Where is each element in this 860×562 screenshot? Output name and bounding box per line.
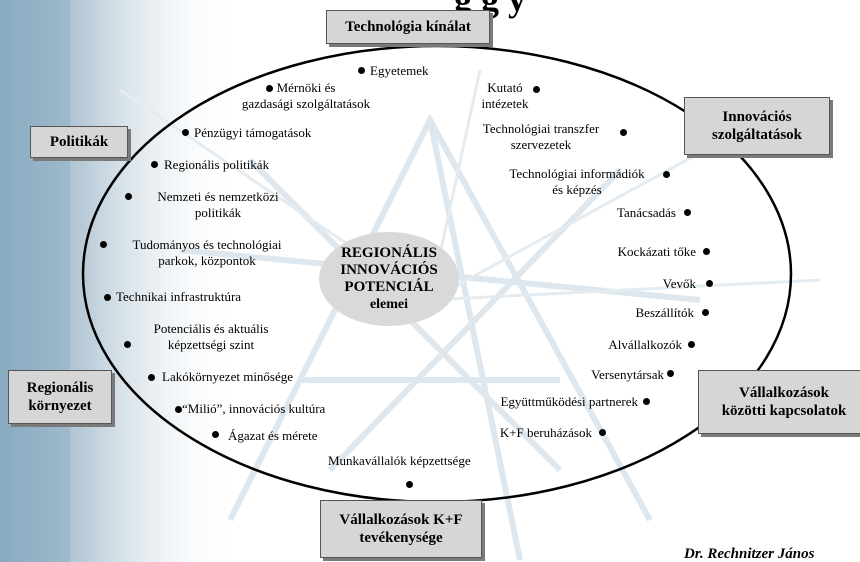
item-line: parkok, központok [158, 253, 256, 268]
box-regional-environment: Regionális környezet [8, 370, 112, 424]
item-technikai: Technikai infrastruktúra [116, 289, 242, 304]
box-label: Regionális [26, 380, 94, 396]
item-tech-info: Technológiai informádiók és képzés [494, 166, 660, 198]
box-label: Politikák [49, 134, 109, 150]
item-line: képzettségi szint [167, 337, 255, 352]
box-label: Innovációs [722, 109, 792, 125]
bullet-dot [124, 341, 131, 348]
box-innovation-services: Innovációs szolgáltatások [684, 97, 830, 155]
center-label: REGIONÁLIS INNOVÁCIÓS POTENCIÁL elemei [316, 232, 462, 326]
item-line: Technológiai informádiók [509, 166, 645, 181]
item-line: Technológiai transzfer [482, 121, 600, 136]
bullet-dot [175, 406, 182, 413]
author-signature: Dr. Rechnitzer János [684, 546, 815, 562]
item-vevok: Vevők [662, 276, 696, 291]
box-label: Vállalkozások K+F [339, 512, 463, 528]
box-label: tevékenysége [359, 530, 443, 546]
item-egyuttmukodesi: Együttműködési partnerek [500, 394, 638, 409]
bullet-dot [100, 241, 107, 248]
item-line: gazdasági szolgáltatások [241, 96, 371, 111]
item-kf-beruhazasok: K+F beruházások [499, 425, 592, 440]
slide-title-fragment: g g y [120, 0, 860, 20]
item-line: Tudományos és technológiai [132, 237, 282, 252]
box-label: környezet [28, 398, 92, 414]
bullet-dot [684, 209, 691, 216]
item-tech-transzfer: Technológiai transzfer szervezetek [466, 121, 616, 153]
item-line: szervezetek [510, 137, 572, 152]
center-line: INNOVÁCIÓS [340, 262, 438, 278]
item-line: Potenciális és aktuális [153, 321, 269, 336]
bullet-dot [643, 398, 650, 405]
box-rd-activity: Vállalkozások K+F tevékenysége [320, 500, 482, 558]
bullet-dot [663, 171, 670, 178]
item-lakokornyezet: Lakókörnyezet minősége [162, 369, 294, 384]
item-kutato: Kutató intézetek [470, 80, 540, 112]
bullet-dot [148, 374, 155, 381]
item-potencialis: Potenciális és aktuális képzettségi szin… [126, 321, 296, 353]
bullet-dot [266, 85, 273, 92]
bullet-dot [406, 481, 413, 488]
bullet-dot [104, 294, 111, 301]
item-line: Kutató [487, 80, 523, 95]
item-tanacsadas: Tanácsadás [616, 205, 676, 220]
item-alvallalkozok: Alvállalkozók [608, 337, 682, 352]
bullet-dot [358, 67, 365, 74]
center-line: POTENCIÁL [344, 279, 434, 295]
item-beszallitok: Beszállítók [635, 305, 695, 320]
box-label: közötti kapcsolatok [721, 403, 847, 419]
box-label: szolgáltatások [712, 127, 802, 143]
bullet-dot [667, 370, 674, 377]
item-milio: “Milió”, innovációs kultúra [182, 401, 326, 416]
item-tudomanyos: Tudományos és technológiai parkok, közpo… [104, 237, 310, 269]
item-versenytarsak: Versenytársak [591, 367, 664, 382]
bullet-dot [703, 248, 710, 255]
box-business-links: Vállalkozások közötti kapcsolatok [698, 370, 860, 434]
item-penzugyi: Pénzügyi támogatások [194, 125, 312, 140]
item-munkavallalok: Munkavállalók képzettsége [328, 453, 471, 468]
item-line: intézetek [481, 96, 529, 111]
box-policies: Politikák [30, 126, 128, 158]
bullet-dot [151, 161, 158, 168]
bullet-dot [620, 129, 627, 136]
item-regionalis-politikak: Regionális politikák [164, 157, 270, 172]
box-technology-offer: Technológia kínálat [326, 10, 490, 44]
bullet-dot [212, 431, 219, 438]
bullet-dot [688, 341, 695, 348]
item-line: politikák [194, 205, 242, 220]
center-line: REGIONÁLIS [341, 245, 437, 261]
item-line: Mérnöki és [276, 80, 336, 95]
box-label: Technológia kínálat [345, 19, 471, 35]
item-egyetemek: Egyetemek [370, 63, 429, 78]
center-line: elemei [369, 297, 409, 312]
bullet-dot [706, 280, 713, 287]
item-agazat: Ágazat és mérete [228, 428, 318, 443]
item-line: és képzés [552, 182, 602, 197]
bullet-dot [182, 129, 189, 136]
bullet-dot [599, 429, 606, 436]
item-mernoki: Mérnöki és gazdasági szolgáltatások [206, 80, 406, 112]
item-line: Nemzeti és nemzetközi [157, 189, 279, 204]
item-kockazati: Kockázati tőke [617, 244, 696, 259]
bullet-dot [533, 86, 540, 93]
box-label: Vállalkozások [738, 385, 829, 401]
bullet-dot [125, 193, 132, 200]
item-nemzeti: Nemzeti és nemzetközi politikák [128, 189, 308, 221]
bullet-dot [702, 309, 709, 316]
